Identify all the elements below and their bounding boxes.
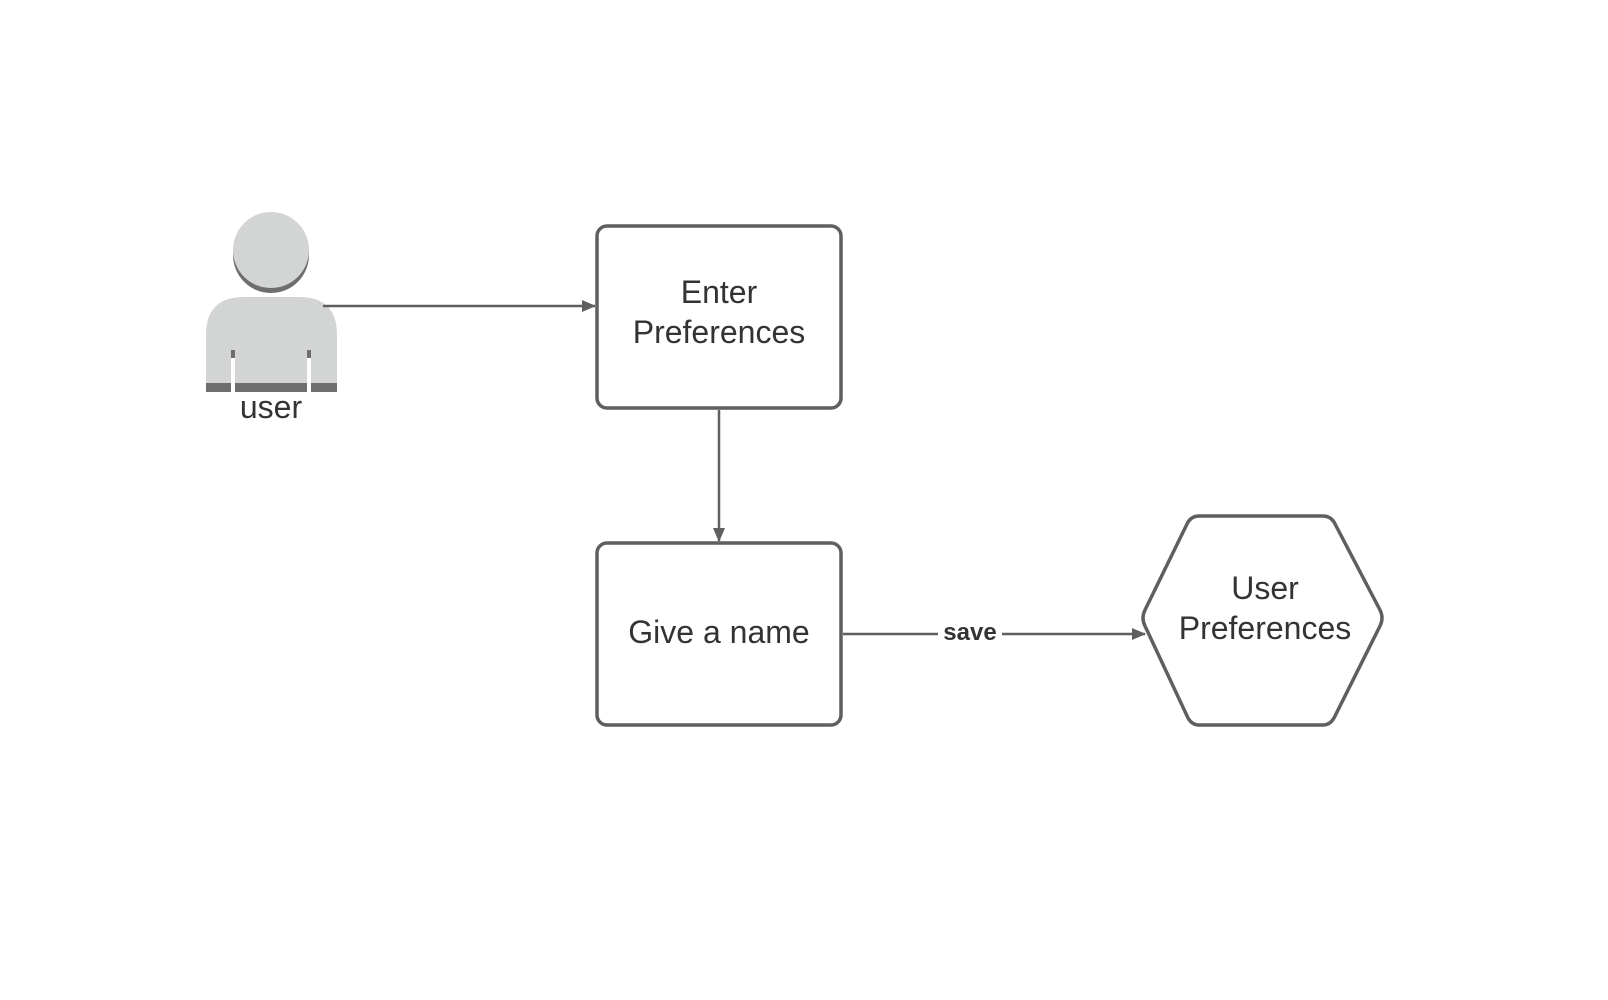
enter-preferences-label-line2: Preferences [633,314,806,350]
user-actor[interactable]: user [206,212,337,425]
enter-preferences-label-line1: Enter [681,274,758,310]
enter-preferences-node[interactable]: Enter Preferences [595,224,843,410]
user-actor-icon [206,212,337,392]
give-a-name-node[interactable]: Give a name [595,541,843,727]
save-edge-label: save [943,619,996,646]
user-preferences-node[interactable]: User Preferences [1141,514,1384,727]
give-a-name-label: Give a name [628,614,809,650]
user-label: user [240,389,303,425]
user-preferences-label-line1: User [1231,570,1299,606]
user-preferences-label-line2: Preferences [1179,610,1352,646]
edge-give-a-name-to-user-preferences[interactable]: save [843,619,1146,646]
